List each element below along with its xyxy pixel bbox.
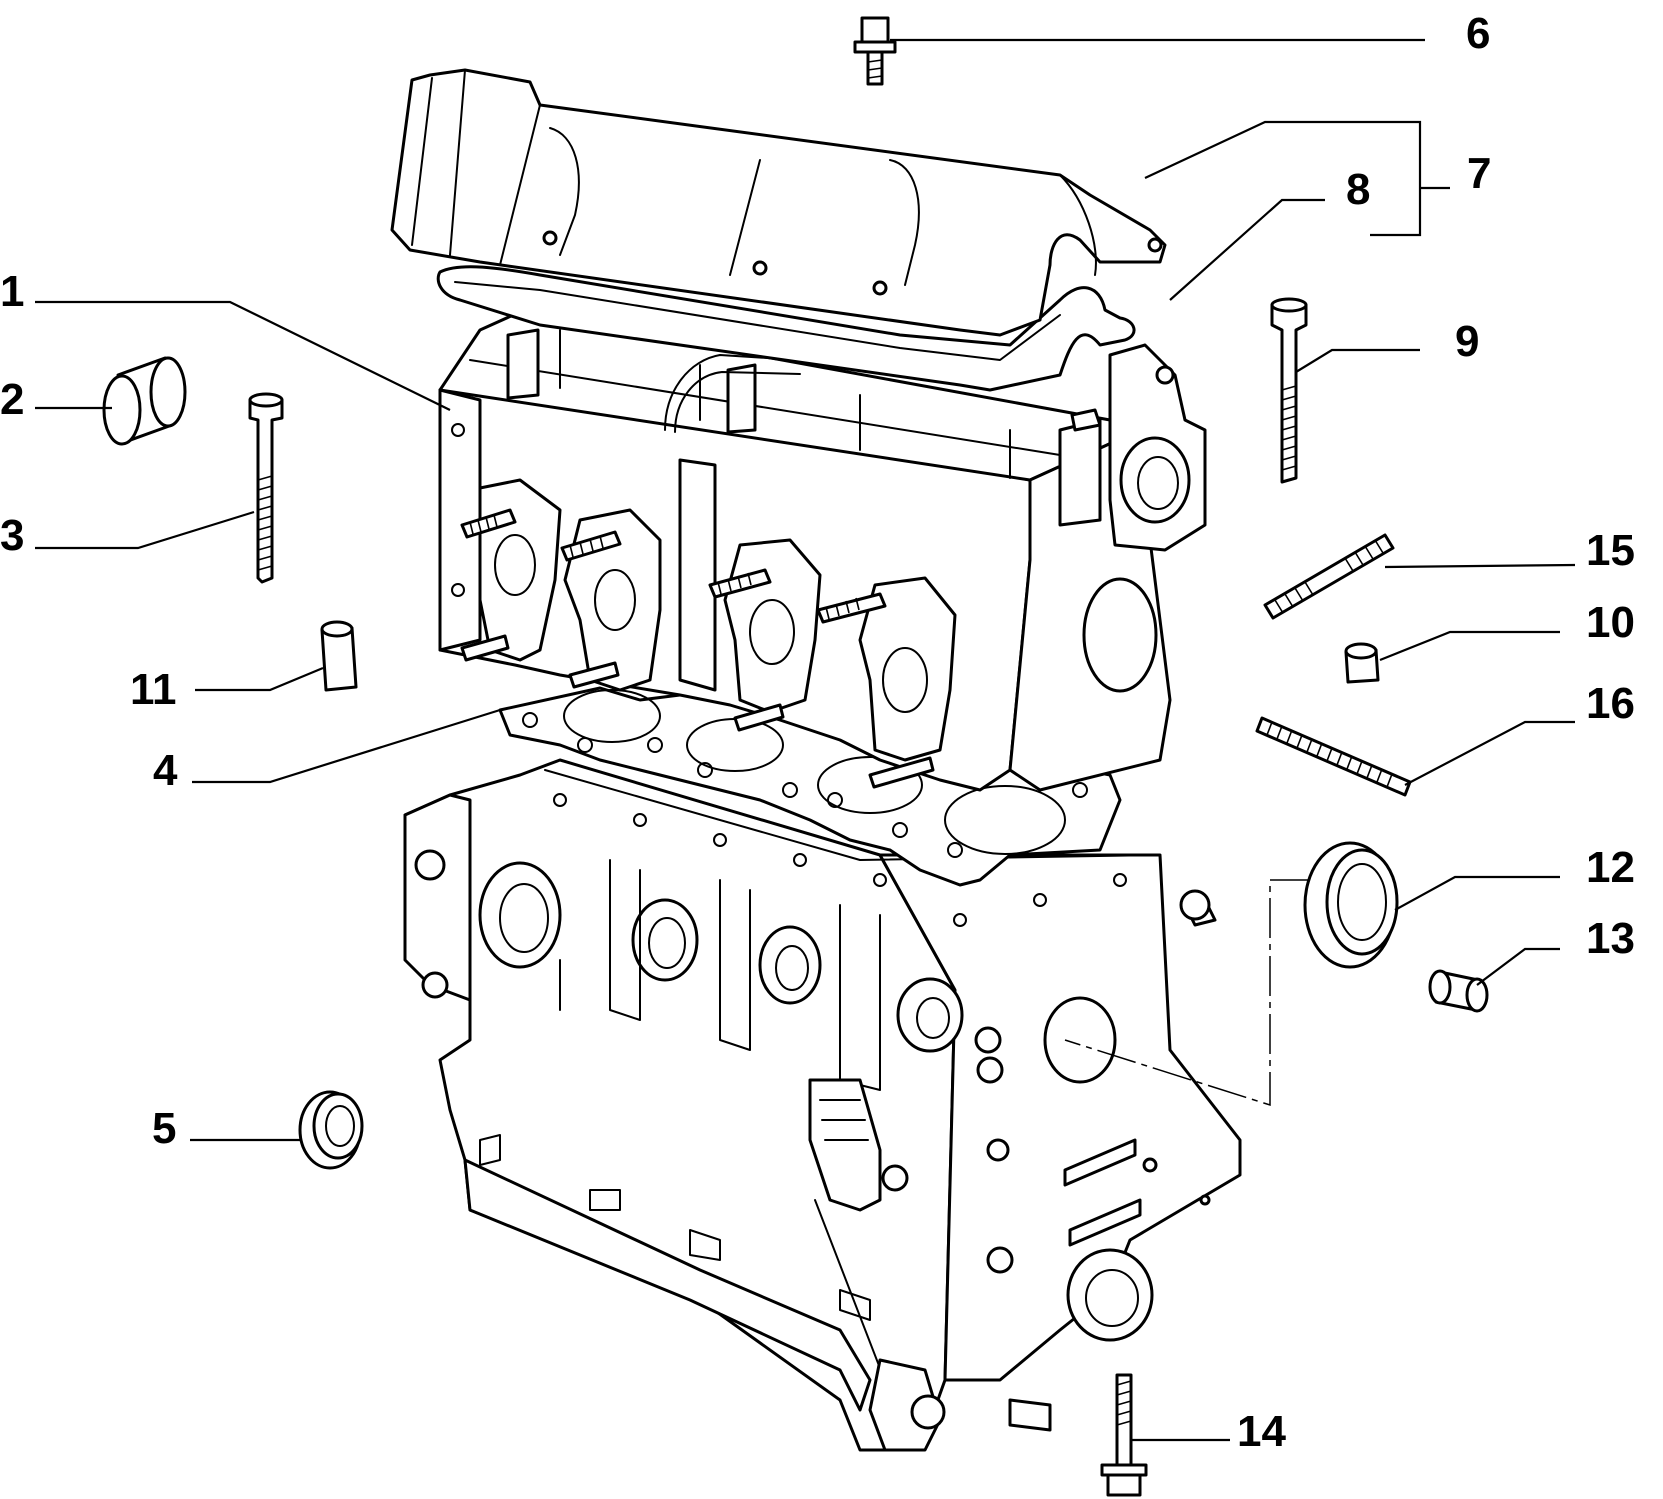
callout-15: 15 <box>1586 526 1635 575</box>
callout-5: 5 <box>152 1104 176 1153</box>
callout-6: 6 <box>1466 9 1490 58</box>
part-12-oil-seal <box>1303 841 1399 969</box>
leader-7 <box>1144 120 1422 237</box>
callout-12: 12 <box>1586 843 1635 892</box>
engine-block <box>403 758 1242 1452</box>
valve-cover <box>390 68 1167 337</box>
leader-4 <box>192 708 501 784</box>
callout-9: 9 <box>1455 317 1479 366</box>
callout-1: 1 <box>0 267 24 316</box>
part-6-cover-bolt <box>853 16 897 86</box>
leader-16 <box>1404 720 1575 786</box>
part-10-dowel <box>1344 642 1380 684</box>
callout-labels: 1 2 3 4 5 6 7 8 9 10 11 12 13 14 15 16 <box>0 9 1635 1456</box>
part-11-dowel <box>320 620 358 692</box>
callout-2: 2 <box>0 375 24 424</box>
part-13-plug <box>1428 969 1489 1013</box>
leader-13 <box>1476 947 1560 986</box>
part-14-bolt <box>1100 1373 1148 1497</box>
alignment-line <box>1064 879 1310 1107</box>
leader-lines <box>35 38 1576 1442</box>
leader-1 <box>35 300 451 411</box>
leader-10 <box>1379 630 1560 662</box>
part-9-bolt <box>1270 297 1308 484</box>
leader-15 <box>1384 563 1576 569</box>
leader-8 <box>1169 198 1325 301</box>
leader-11 <box>195 666 324 692</box>
callout-8: 8 <box>1346 165 1370 214</box>
leader-9 <box>1295 348 1420 373</box>
callout-16: 16 <box>1586 679 1635 728</box>
leader-12 <box>1394 875 1560 911</box>
callout-7: 7 <box>1467 149 1491 198</box>
part-15-stud <box>1263 533 1395 620</box>
callout-11: 11 <box>130 665 177 714</box>
leader-3 <box>35 510 255 550</box>
callout-10: 10 <box>1586 598 1635 647</box>
part-5-seal <box>298 1090 364 1170</box>
part-16-stud <box>1255 716 1412 797</box>
callout-3: 3 <box>0 511 24 560</box>
cylinder-head <box>438 310 1207 792</box>
part-3-head-bolt <box>248 392 284 584</box>
part-2-plug <box>102 356 187 446</box>
valve-cover-gasket <box>436 265 1136 392</box>
callout-14: 14 <box>1237 1407 1286 1456</box>
callout-4: 4 <box>153 746 178 795</box>
callout-13: 13 <box>1586 914 1635 963</box>
